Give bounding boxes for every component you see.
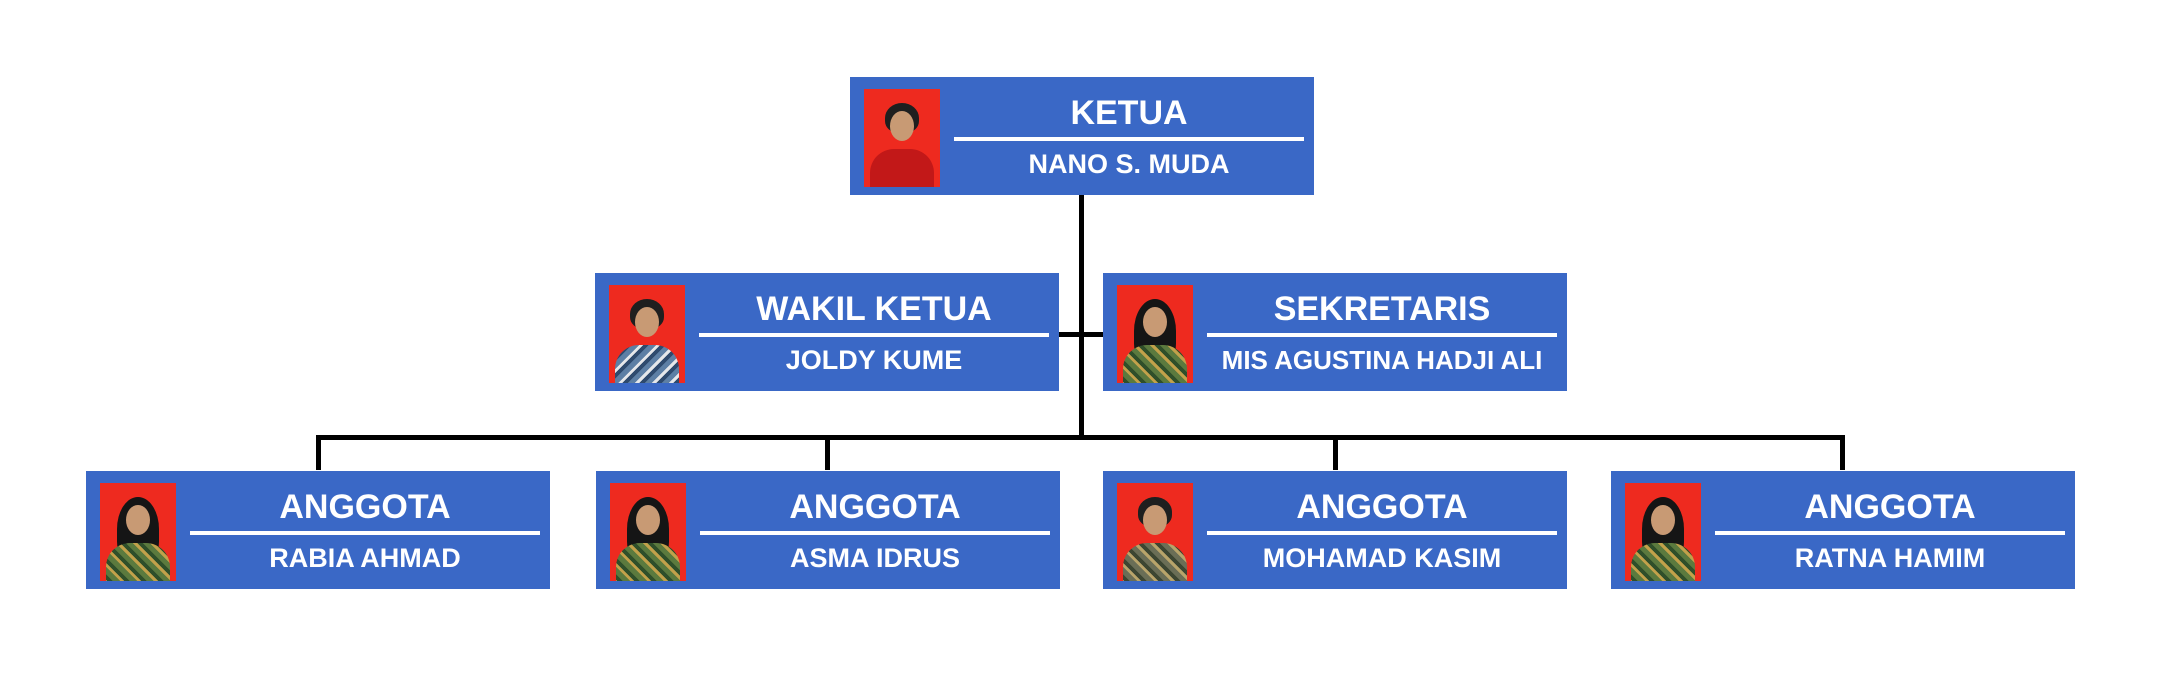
connector-member-1 <box>316 435 321 470</box>
connector-trunk <box>1079 195 1084 440</box>
member-photo <box>100 483 176 581</box>
member-name: ASMA IDRUS <box>789 543 960 573</box>
head-photo <box>864 89 940 187</box>
node-member: ANGGOTA MOHAMAD KASIM <box>1103 471 1567 589</box>
connector-middle-bar <box>1059 332 1104 337</box>
node-head: KETUA NANO S. MUDA <box>850 77 1314 195</box>
secretary-photo <box>1117 285 1193 383</box>
node-member: ANGGOTA ASMA IDRUS <box>596 471 1060 589</box>
connector-member-3 <box>1333 435 1338 470</box>
secretary-role: SEKRETARIS <box>1273 290 1491 328</box>
member-name: MOHAMAD KASIM <box>1262 543 1502 573</box>
member-name: RABIA AHMAD <box>269 543 461 573</box>
node-member: ANGGOTA RATNA HAMIM <box>1611 471 2075 589</box>
member-divider <box>1715 531 2065 535</box>
deputy-name: JOLDY KUME <box>785 345 963 375</box>
member-role: ANGGOTA <box>1296 488 1468 526</box>
deputy-photo <box>609 285 685 383</box>
member-photo <box>1117 483 1193 581</box>
head-divider <box>954 137 1304 141</box>
member-divider <box>1207 531 1557 535</box>
member-role: ANGGOTA <box>279 488 451 526</box>
member-role: ANGGOTA <box>789 488 961 526</box>
node-secretary: SEKRETARIS MIS AGUSTINA HADJI ALI <box>1103 273 1567 391</box>
member-name: RATNA HAMIM <box>1794 543 1986 573</box>
head-role: KETUA <box>1070 94 1188 132</box>
member-divider <box>700 531 1050 535</box>
deputy-divider <box>699 333 1049 337</box>
secretary-divider <box>1207 333 1557 337</box>
node-deputy: WAKIL KETUA JOLDY KUME <box>595 273 1059 391</box>
deputy-role: WAKIL KETUA <box>756 290 992 328</box>
member-photo <box>1625 483 1701 581</box>
member-role: ANGGOTA <box>1804 488 1976 526</box>
secretary-name: MIS AGUSTINA HADJI ALI <box>1221 345 1543 375</box>
node-member: ANGGOTA RABIA AHMAD <box>86 471 550 589</box>
connector-member-4 <box>1840 435 1845 470</box>
member-divider <box>190 531 540 535</box>
connector-member-2 <box>825 435 830 470</box>
connector-member-bar <box>316 435 1845 440</box>
head-name: NANO S. MUDA <box>1028 149 1230 179</box>
member-photo <box>610 483 686 581</box>
